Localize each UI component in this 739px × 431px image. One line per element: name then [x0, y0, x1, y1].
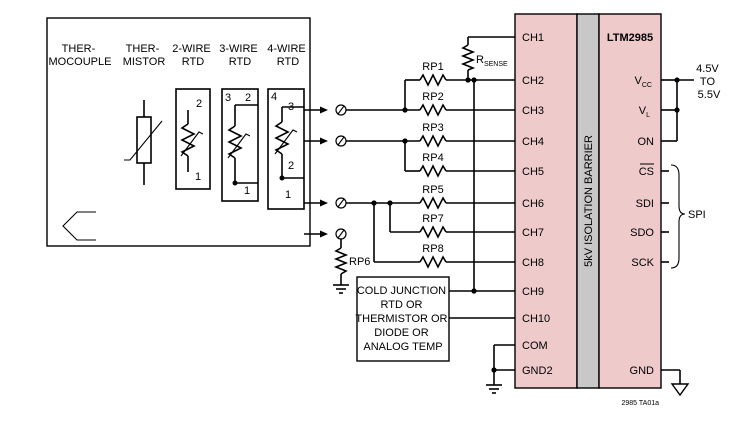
supply-voltage-label: 4.5V TO 5.5V	[696, 63, 722, 101]
resistor-rp4: RP4	[419, 152, 447, 178]
pin-sck: SCK	[631, 257, 654, 269]
supply-dots	[674, 77, 680, 113]
rtd4-symbol: 4 3 2 1	[267, 88, 305, 210]
rp5-label: RP5	[422, 184, 443, 196]
rp4-label: RP4	[422, 152, 443, 164]
rtd4-pin-2: 2	[288, 160, 294, 172]
pin-ch1: CH1	[522, 32, 544, 44]
pin-on: ON	[638, 136, 655, 148]
pin-sdi: SDI	[636, 198, 654, 210]
figure-id: 2985 TA01a	[622, 400, 660, 407]
resistor-rp7: RP7	[419, 213, 447, 239]
resistor-rp6: RP6	[333, 247, 370, 275]
rtd3-pin-1: 1	[244, 185, 250, 197]
rtd4-pin-4: 4	[271, 91, 277, 103]
sensor-box	[46, 17, 311, 247]
pin-ch9: CH9	[522, 286, 544, 298]
rtd3-label: 3-WIRE RTD	[219, 43, 261, 68]
rtd2-label: 2-WIRE RTD	[172, 43, 214, 68]
rtd4-label: 4-WIRE RTD	[267, 43, 309, 68]
rtd2-pin-2: 2	[196, 98, 202, 110]
thermocouple-label: THER- MOCOUPLE	[49, 43, 112, 68]
rtd2-pin-1: 1	[195, 171, 201, 183]
ltm2985-module: 5kV ISOLATION BARRIER LTM2985	[514, 13, 662, 389]
cold-junction-box: COLD JUNCTION RTD OR THERMISTOR OR DIODE…	[355, 276, 450, 362]
pin-ch5: CH5	[522, 166, 544, 178]
rtd4-pin-1: 1	[285, 189, 291, 201]
resistor-rp2: RP2	[419, 91, 447, 117]
pin-ch10: CH10	[522, 313, 550, 325]
cold-junction-text: COLD JUNCTION RTD OR THERMISTOR OR DIODE…	[355, 285, 450, 353]
ground-icon-rp6	[333, 284, 349, 294]
isolation-barrier-label: 5kV ISOLATION BARRIER	[583, 135, 595, 267]
part-number: LTM2985	[607, 32, 653, 44]
rtd3-symbol: 3 2 1	[221, 88, 259, 202]
rp1-label: RP1	[422, 61, 443, 73]
ground-icon-gnd2	[486, 384, 502, 394]
resistor-rp1: RP1	[419, 61, 447, 87]
pin-gnd2: GND2	[522, 365, 553, 377]
rp7-label: RP7	[422, 213, 443, 225]
rsense-label: RSENSE	[476, 54, 508, 68]
chassis-ground-icon	[670, 383, 690, 397]
pin-vcc: VCC	[635, 75, 652, 89]
spi-label: SPI	[688, 209, 706, 221]
sensor-leads	[304, 109, 322, 235]
resistor-rsense: RSENSE	[460, 44, 508, 71]
lead-arrows	[320, 106, 328, 238]
thermistor-label: THER- MISTOR	[123, 43, 166, 68]
thermistor-symbol	[124, 100, 163, 185]
rp2-label: RP2	[422, 91, 443, 103]
pin-vl: VL	[639, 105, 650, 119]
left-pin-labels: CH1 CH2 CH3 CH4 CH5 CH6 CH7 CH8 CH9 CH10…	[522, 32, 553, 377]
thermocouple-symbol	[62, 211, 96, 241]
pin-gnd: GND	[630, 365, 655, 377]
pin-ch6: CH6	[522, 198, 544, 210]
pin-ch2: CH2	[522, 75, 544, 87]
wiring	[340, 36, 515, 385]
rtd3-pin-3: 3	[225, 92, 231, 104]
spi-pin-stubs	[661, 170, 669, 263]
rtd3-pin-2: 2	[245, 92, 251, 104]
pin-ch7: CH7	[522, 227, 544, 239]
pin-ch3: CH3	[522, 105, 544, 117]
rp3-label: RP3	[422, 122, 443, 134]
resistor-rp3: RP3	[419, 122, 447, 148]
rtd2-symbol: 2 1	[175, 88, 211, 190]
resistor-rp5: RP5	[419, 184, 447, 210]
pin-com: COM	[522, 340, 548, 352]
resistor-rp8: RP8	[419, 243, 447, 269]
pin-cs: CS	[639, 166, 654, 178]
pin-ch4: CH4	[522, 136, 544, 148]
rtd4-pin-3: 3	[288, 101, 294, 113]
rp6-label: RP6	[349, 256, 370, 268]
terminal-connectors	[335, 104, 347, 240]
pin-sdo: SDO	[630, 227, 654, 239]
junction-dots	[371, 77, 497, 373]
right-pin-labels: VCC VL ON CS SDI SDO SCK GND	[630, 75, 655, 377]
pin-ch8: CH8	[522, 257, 544, 269]
rp8-label: RP8	[422, 243, 443, 255]
spi-brace	[670, 164, 686, 269]
